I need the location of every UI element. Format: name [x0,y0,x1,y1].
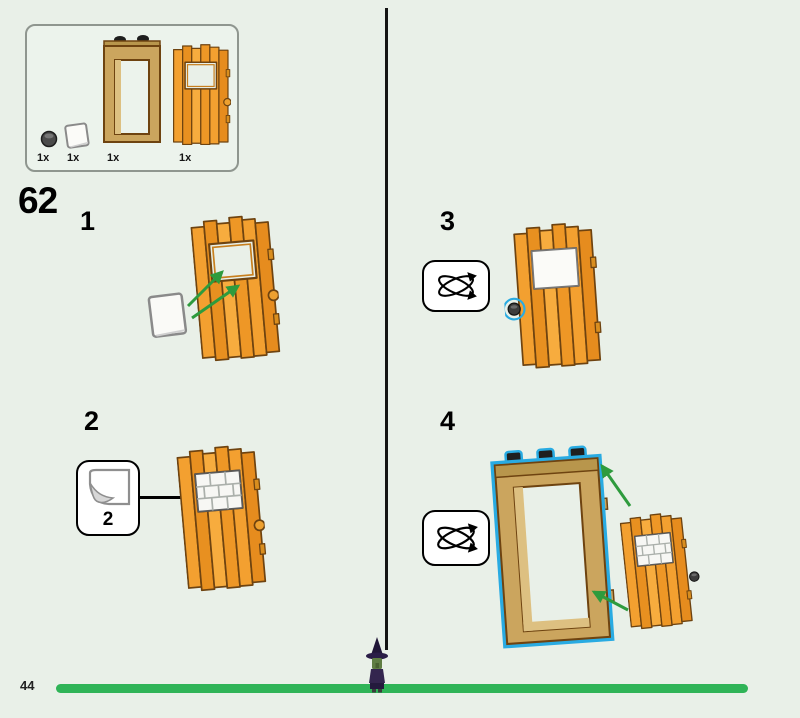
witch-minifigure [366,637,388,693]
substep-1-illustration [140,212,312,384]
rotate-arrows-glyph [435,271,478,301]
rotate-model-icon-step3 [422,260,490,312]
part-dark-knob [40,130,58,148]
door-step1 [189,213,284,363]
substep-3-label: 3 [440,206,456,236]
door-step2 [175,443,270,593]
sticker-peel-icon [88,468,131,506]
part-count-knob: 1x [37,152,50,164]
knob-highlight-ring [502,297,526,321]
substep-2-label: 2 [84,406,100,436]
substep-4-illustration [490,440,710,680]
rotate-model-icon-step4 [422,510,490,566]
part-door-frame [103,35,161,143]
part-orange-door [173,44,231,146]
part-white-tile [64,122,90,149]
substep-1-label: 1 [80,206,96,236]
door-step4 [619,510,701,631]
substep-2-illustration: 2 [76,440,288,610]
step-number: 62 [18,180,58,221]
part-count-door: 1x [179,152,192,164]
door-step3 [502,220,605,370]
part-count-frame: 1x [107,152,120,164]
door-frame-step4 [490,445,615,649]
sticker-number: 2 [102,509,114,530]
page-number: 44 [20,678,35,693]
progress-bar [56,684,748,693]
substep-3-illustration [500,220,612,380]
dark-knob [688,570,701,583]
dark-knob-added [507,302,522,317]
column-divider [385,8,388,650]
white-tile-part [147,292,188,338]
sticker-icon: 2 [76,460,140,536]
rotate-arrows-glyph [434,522,480,554]
parts-callout-box: 1x 1x 1x 1x [25,24,239,172]
part-count-tile: 1x [67,152,80,164]
connector-line [140,496,201,499]
substep-4-label: 4 [440,406,456,436]
